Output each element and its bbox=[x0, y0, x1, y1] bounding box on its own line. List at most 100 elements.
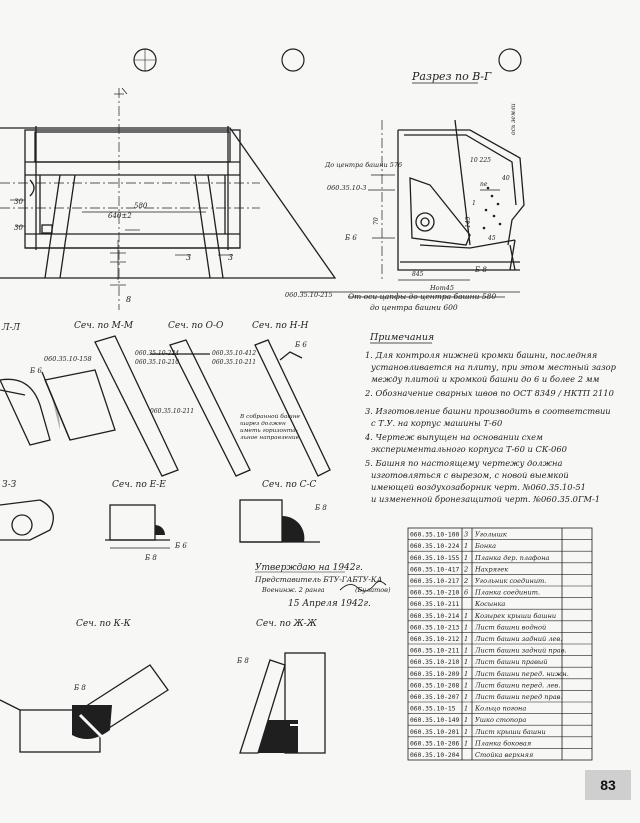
table-cell-qty: 6 bbox=[464, 589, 468, 597]
table-cell-qty: 1 bbox=[464, 739, 468, 747]
section-title: Л-Л bbox=[1, 323, 21, 333]
table-cell-code: 060.35.10-207 bbox=[410, 694, 459, 701]
notes-title: Примечания bbox=[369, 332, 434, 343]
table-cell-code: 060.35.10-210 bbox=[410, 659, 459, 666]
ref-label: 060.35.10-412 bbox=[212, 350, 256, 357]
table-cell-code: 060.35.10-204 bbox=[410, 752, 459, 759]
dim-3: 3 bbox=[228, 253, 233, 262]
weld-label: Б 8 bbox=[236, 657, 249, 665]
weld-label: Б 6 bbox=[344, 234, 357, 242]
weld-label: Б 6 bbox=[29, 367, 42, 375]
table-cell-code: 060.35.10-211 bbox=[410, 648, 459, 655]
dim-8: 8 bbox=[126, 295, 131, 304]
table-cell-code: 060.35.10-209 bbox=[410, 671, 459, 678]
weld-label: Б 6 bbox=[174, 542, 187, 550]
approval-line: Военинж. 2 ранга bbox=[261, 586, 325, 594]
approval-date: 15 Апреля 1942г. bbox=[288, 599, 371, 609]
table-cell-name: Бонка bbox=[474, 542, 496, 550]
dim-30: 30 bbox=[14, 198, 23, 206]
section-title: Сеч. по С-С bbox=[262, 480, 317, 490]
dim-640: 640±2 bbox=[108, 212, 132, 220]
section-title: Сеч. по Ж-Ж bbox=[256, 619, 318, 629]
bottom-line: до центра башни 600 bbox=[370, 303, 458, 312]
note-line: 1. Для контроля нижней кромки башни, пос… bbox=[365, 350, 597, 360]
weld-label: Б 8 bbox=[314, 504, 327, 512]
table-cell-qty: 1 bbox=[464, 647, 468, 655]
table-cell-qty: 1 bbox=[464, 612, 468, 620]
section-zhzh-view bbox=[239, 652, 326, 754]
section-nn-view bbox=[254, 339, 331, 477]
table-cell-name: Лист башни правый bbox=[474, 658, 548, 666]
centerlines bbox=[0, 87, 260, 310]
table-cell-name: Лист крыши башни bbox=[474, 728, 546, 736]
signature-scribble bbox=[339, 580, 387, 592]
note-line: с Т.У. на корпус машины Т-60 bbox=[371, 418, 503, 428]
table-cell-code: 060.35.10-224 bbox=[410, 543, 459, 550]
table-cell-qty: 1 bbox=[464, 705, 468, 713]
dim-30: 30 bbox=[14, 224, 23, 232]
punch-hole bbox=[498, 48, 522, 72]
ref-label: 060.35.10-211 bbox=[150, 408, 194, 415]
weld-label: Б 8 bbox=[73, 684, 86, 692]
table-cell-name: Планка дер. плафона bbox=[474, 554, 550, 562]
section-title: Сеч. по К-К bbox=[76, 619, 132, 629]
table-cell-code: 060.35.10-206 bbox=[410, 740, 459, 747]
dim-3: 3 bbox=[186, 253, 191, 262]
section-title: Сеч. по Н-Н bbox=[252, 321, 308, 331]
table-cell-qty: 1 bbox=[464, 623, 468, 631]
dim-145: 145 bbox=[465, 216, 472, 228]
table-cell-name: Лист башни водной bbox=[474, 623, 546, 631]
table-cell-code: 060.35.10-208 bbox=[410, 682, 459, 689]
table-cell-name: Косынка bbox=[474, 600, 505, 608]
dim-45: 45 bbox=[487, 235, 496, 242]
weld-label: Б 8 bbox=[474, 266, 487, 274]
table-cell-name: Уголышк bbox=[475, 531, 507, 539]
note-line: имеющей воздухозаборник черт. №060.35.10… bbox=[371, 482, 586, 492]
table-cell-name: Козырек крыши башни bbox=[474, 612, 556, 620]
table-cell-qty: 2 bbox=[463, 565, 468, 573]
table-cell-name: Планка боковая bbox=[474, 739, 531, 747]
table-cell-code: 060.35.10-155 bbox=[410, 555, 459, 562]
table-cell-name: Лист башни перед прав. bbox=[474, 693, 563, 701]
table-cell-name: Кольцо погона bbox=[474, 705, 526, 713]
section-ss-view bbox=[239, 499, 320, 543]
note-line: экспериментального корпуса Т-60 и СК-060 bbox=[371, 444, 568, 454]
dim-40: 40 bbox=[501, 175, 510, 182]
note-line: 4. Чертеж выпущен на основании схем bbox=[364, 432, 543, 442]
table-cell-qty: 1 bbox=[464, 658, 468, 666]
tower-side-view bbox=[0, 126, 337, 279]
table-cell-qty: 2 bbox=[463, 577, 468, 585]
table-cell-code: 060.35.10-210 bbox=[410, 590, 459, 597]
nn-note: шарез должен bbox=[240, 421, 286, 427]
table-cell-qty: 1 bbox=[464, 728, 468, 736]
ref-label: 060.35.10-158 bbox=[44, 355, 92, 363]
table-cell-code: 060.35.10-214 bbox=[410, 613, 459, 620]
table-cell-name: Стойка верхняя bbox=[475, 751, 533, 759]
table-cell-code: 060.35.10-212 bbox=[410, 636, 459, 643]
table-cell-code: 060.35.10-211 bbox=[410, 601, 459, 608]
weld-label: Б 6 bbox=[294, 341, 307, 349]
section-title: Разрез по В-Г bbox=[411, 70, 492, 83]
dim-small: 10 225 bbox=[470, 157, 491, 164]
bottom-line: От оси цапфы до центра башни 580 bbox=[348, 292, 496, 301]
nn-note: иметь горизонта- bbox=[240, 428, 298, 434]
dim-pe: пе bbox=[480, 181, 488, 188]
rivet-dots bbox=[482, 186, 502, 230]
dim-845: 845 bbox=[412, 271, 424, 278]
part-label: 060.35.10-3 bbox=[327, 184, 366, 192]
table-cell-code: 060.35.10-417 bbox=[410, 566, 459, 573]
section-kk-view bbox=[0, 664, 169, 753]
table-cell-name: Ушко стопора bbox=[475, 716, 526, 724]
table-cell-qty: 1 bbox=[464, 670, 468, 678]
section-ll-view bbox=[0, 378, 51, 446]
table-cell-name: Лист башни задний прав. bbox=[474, 647, 567, 655]
table-cell-qty: 1 bbox=[464, 681, 468, 689]
ref-label: 060.35.10-210 bbox=[135, 359, 179, 366]
table-cell-name: Лист башни перед. лев. bbox=[474, 681, 560, 689]
table-cell-code: 060.35.10-15 bbox=[410, 706, 456, 713]
note-line: 5. Башня по настоящему чертежу должна bbox=[365, 458, 562, 468]
tower-cross-section bbox=[397, 119, 525, 271]
